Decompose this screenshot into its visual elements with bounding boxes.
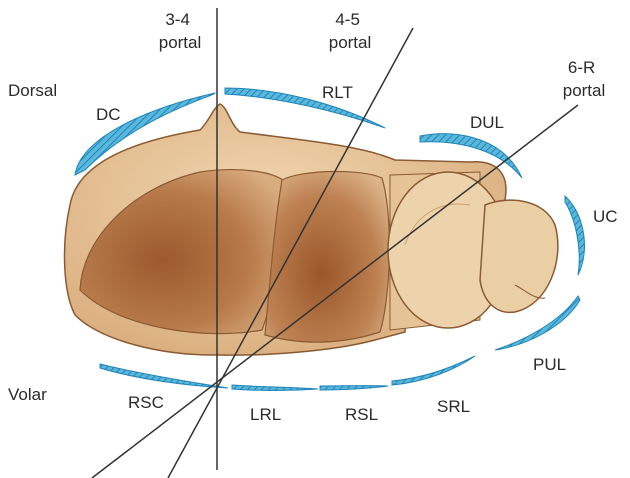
rsl-label: RSL [345, 405, 378, 424]
dc-label: DC [96, 105, 121, 124]
srl-label: SRL [437, 397, 470, 416]
portal-6-r-label: 6-R portal [563, 58, 606, 100]
ligament-rsl [320, 386, 388, 390]
ligament-srl [392, 356, 475, 385]
dorsal-label: Dorsal [8, 81, 57, 100]
portal-3-4-label: 3-4 portal [159, 10, 202, 52]
rlt-label: RLT [322, 83, 353, 102]
lunate-facet [265, 171, 389, 342]
ulna-head [480, 200, 558, 312]
lrl-label: LRL [250, 405, 281, 424]
pul-label: PUL [533, 355, 566, 374]
ligament-lrl [232, 385, 318, 391]
uc-label: UC [593, 207, 618, 226]
volar-label: Volar [8, 385, 47, 404]
ligament-uc [565, 196, 584, 275]
ligament-rsc [100, 364, 228, 388]
portal-4-5-label: 4-5 portal [329, 10, 372, 52]
rsc-label: RSC [128, 393, 164, 412]
dul-label: DUL [470, 113, 504, 132]
